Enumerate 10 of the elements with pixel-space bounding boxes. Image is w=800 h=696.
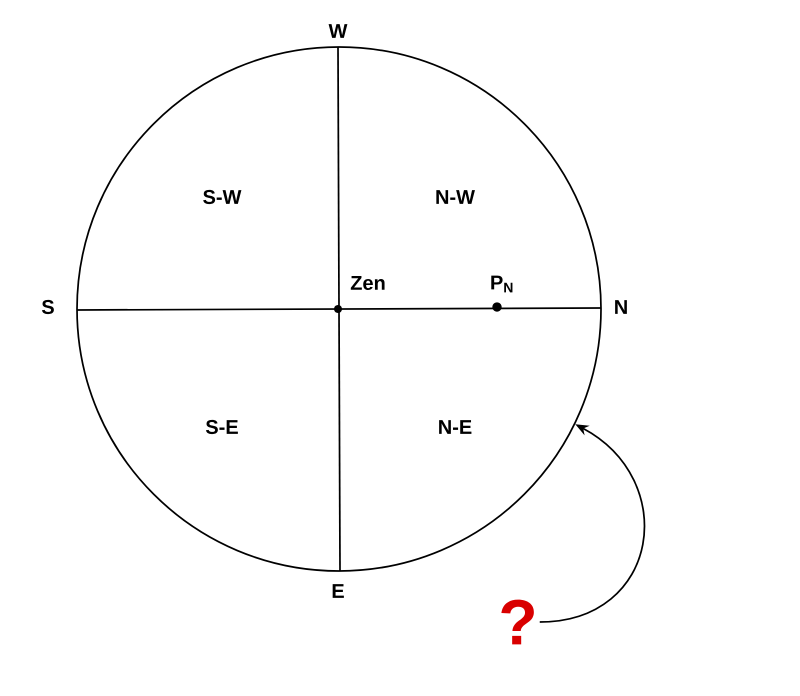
label: P$_{N}$ [491,276,512,292]
curved-arrow [540,424,646,623]
question-mark: ? [501,600,534,644]
label: S-E [206,420,238,434]
label: S [42,300,54,314]
label: N-E [439,420,472,434]
label: N-W [436,190,475,204]
label: Zen [350,276,385,290]
circle [76,46,602,572]
label: S-W [203,190,242,204]
